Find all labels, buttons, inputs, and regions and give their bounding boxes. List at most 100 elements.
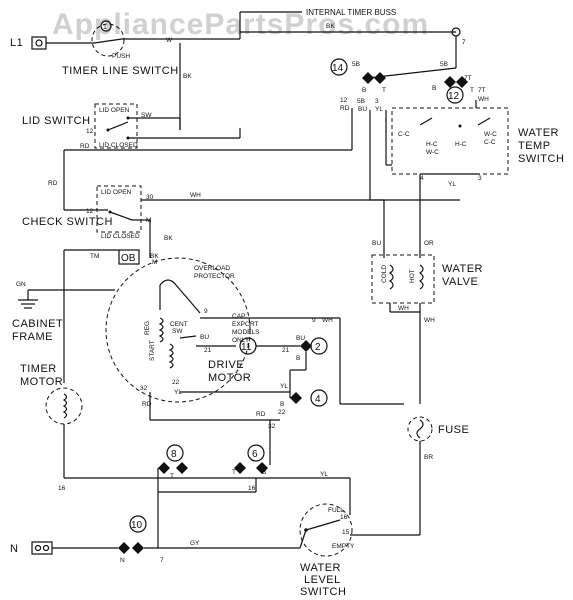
lid-switch-box: [94, 103, 138, 149]
cold-label: COLD: [381, 265, 388, 283]
l1-terminal-ring: [35, 39, 43, 47]
wire-bk-ob-label: BK: [150, 253, 159, 260]
term-5b-b: 5B: [357, 98, 365, 105]
fuse-outline: [407, 416, 433, 442]
cam-4-circle: [310, 389, 328, 407]
wire-br-label: BR: [424, 454, 433, 461]
reg-coil: [158, 317, 164, 343]
cam-8-t: T: [170, 473, 174, 480]
l1-label: L1: [10, 37, 23, 49]
overload-label-2: PROTECTOR: [194, 273, 235, 280]
water-level-switch-outline: [299, 503, 353, 557]
wire-bu-valve-label: BU: [372, 240, 381, 247]
cap-label-3: MODELS: [232, 329, 260, 336]
wire-wh-12-label: WH: [478, 96, 489, 103]
wire-tm-label: TM: [90, 253, 99, 260]
cam-10-label: 10: [131, 520, 143, 531]
fuse-element: [416, 419, 424, 439]
cam-6-circle: [247, 444, 265, 462]
wire-bu-2-label: BU: [296, 335, 305, 342]
cam-8-circle: [166, 444, 184, 462]
cent-sw-label-2: SW: [172, 328, 183, 335]
cam-8-label: 8: [171, 449, 177, 460]
cam-12-label: 12: [448, 91, 460, 102]
motor-term-32: 32: [140, 385, 148, 392]
cam-14-circle: [330, 58, 348, 76]
check-term-30: 30: [146, 194, 154, 201]
wire-gy-level: [299, 529, 307, 549]
cam-8-contact-b: [176, 462, 188, 474]
wire-rd-14-label: RD: [340, 105, 350, 112]
term-7t-a: 7T: [464, 75, 472, 82]
timer-line-switch-blade: [93, 38, 123, 44]
overload-label-1: OVERLOAD: [194, 265, 230, 272]
cam-8-contact-a: [158, 462, 170, 474]
wire-wh-valve-label: WH: [398, 305, 409, 312]
cam-6-b: B: [262, 469, 266, 476]
cam-4-contact: [290, 392, 302, 404]
cam-12-circle: [446, 86, 464, 104]
term-5b-a: 5B: [352, 61, 360, 68]
cam-4-label: 4: [315, 394, 321, 405]
cam-10-contact-a: [118, 542, 130, 554]
push-label: PUSH: [112, 53, 130, 60]
wire-bk-top-label: BK: [326, 23, 335, 30]
timer-line-switch-outline: [91, 23, 125, 57]
hot-coil: [418, 264, 424, 290]
cam-14-b: B: [362, 87, 366, 94]
temp-hc-right: H-C: [455, 141, 467, 148]
motor-wire-b: [175, 284, 201, 314]
cam-14-t: T: [382, 87, 386, 94]
motor-bu-label: BU: [200, 334, 209, 341]
wire-w-label: W: [166, 37, 173, 44]
water-level-label-1: WATER: [300, 562, 341, 574]
cent-sw-blade: [179, 335, 197, 339]
wire-rd-left-label: RD: [48, 180, 58, 187]
lid-closed-label: LID CLOSED: [99, 142, 138, 149]
term-7t-b: 7T: [478, 87, 486, 94]
term-16-left: 16: [58, 485, 66, 492]
cent-sw-label-1: CENT: [170, 321, 188, 328]
n-terminal-ring-b: [42, 544, 50, 552]
lid-switch-label: LID SWITCH: [22, 115, 91, 127]
timer-motor-label-1: TIMER: [20, 363, 57, 375]
check-switch-blade: [109, 211, 133, 221]
n-terminal-ring-a: [34, 544, 42, 552]
cam-14-contact-b: [374, 72, 386, 84]
cam-2-contact: [300, 340, 312, 352]
cam-2-circle: [310, 337, 328, 355]
buss-legend-label: INTERNAL TIMER BUSS: [306, 8, 396, 17]
motor-term-m: M: [152, 259, 157, 266]
term-16-mid: 16: [248, 485, 256, 492]
cam-6-contact-a: [234, 462, 246, 474]
temp-cc-left: C-C: [398, 131, 410, 138]
lid-switch-blade: [107, 121, 129, 131]
cam-10-contact-b: [132, 542, 144, 554]
term-21-right: 21: [282, 347, 290, 354]
cam-1-circle: [100, 20, 112, 32]
cold-coil: [388, 264, 394, 290]
term-7-bottom: 7: [160, 557, 164, 564]
water-valve-label-1: WATER: [442, 263, 483, 275]
wire-wh-fuse-label: WH: [424, 317, 435, 324]
wire-yl-14-label: YL: [375, 106, 383, 113]
motor-term-22: 22: [172, 379, 180, 386]
check-lid-open: LID OPEN: [101, 189, 132, 196]
reg-label: REG: [144, 321, 151, 335]
cam-14-label: 14: [332, 63, 344, 74]
wire-or-label: OR: [424, 240, 434, 247]
timer-motor-label-2: MOTOR: [20, 376, 63, 388]
motor-term-21: 21: [204, 347, 212, 354]
cam-1-label: 1: [103, 24, 107, 31]
cam-12-contact-a: [444, 76, 456, 88]
term-12-rd: 12: [340, 97, 348, 104]
wire-bu-14-label: BU: [358, 106, 367, 113]
term-3-14: 3: [375, 98, 379, 105]
water-valve-box: [371, 254, 435, 304]
timer-motor-coil: [62, 393, 68, 419]
cam-10-circle: [129, 515, 147, 533]
temp-cc-right: C-C: [484, 139, 496, 146]
cam-12-b: B: [432, 85, 436, 92]
check-term-12: 12: [86, 208, 94, 215]
